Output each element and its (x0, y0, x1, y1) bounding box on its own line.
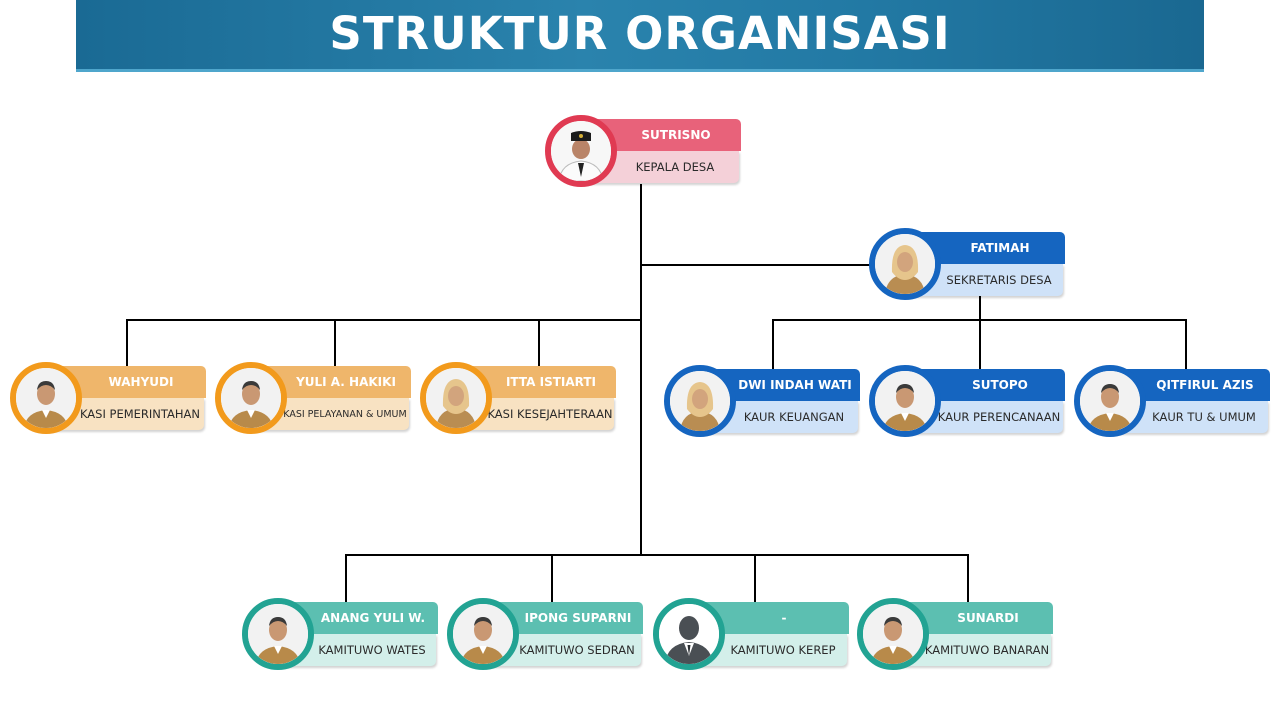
person-hijab-icon (869, 228, 941, 300)
org-node-kasi-pemerintahan: WAHYUDI KASI PEMERINTAHAN (10, 362, 206, 434)
person-silhouette-icon (653, 598, 725, 670)
org-node-kepala-desa: SUTRISNO KEPALA DESA (545, 115, 741, 187)
org-node-kasi-pelayanan: YULI A. HAKIKI KASI PELAYANAN & UMUM (215, 362, 411, 434)
person-icon (857, 598, 929, 670)
person-icon (447, 598, 519, 670)
person-icon (215, 362, 287, 434)
title-banner: STRUKTUR ORGANISASI (76, 0, 1204, 72)
org-node-kamituwo-kerep: - KAMITUWO KEREP (653, 598, 849, 670)
person-official-icon (545, 115, 617, 187)
person-icon (10, 362, 82, 434)
org-node-kaur-tu-umum: QITFIRUL AZIS KAUR TU & UMUM (1074, 365, 1270, 437)
page-title: STRUKTUR ORGANISASI (329, 7, 951, 60)
person-hijab-icon (664, 365, 736, 437)
person-icon (1074, 365, 1146, 437)
org-node-kasi-kesejahteraan: ITTA ISTIARTI KASI KESEJAHTERAAN (420, 362, 616, 434)
org-node-kamituwo-banaran: SUNARDI KAMITUWO BANARAN (857, 598, 1053, 670)
org-node-kamituwo-wates: ANANG YULI W. KAMITUWO WATES (242, 598, 438, 670)
org-node-kamituwo-sedran: IPONG SUPARNI KAMITUWO SEDRAN (447, 598, 643, 670)
org-node-kaur-perencanaan: SUTOPO KAUR PERENCANAAN (869, 365, 1065, 437)
person-icon (242, 598, 314, 670)
org-node-kaur-keuangan: DWI INDAH WATI KAUR KEUANGAN (664, 365, 860, 437)
person-icon (869, 365, 941, 437)
org-node-sekretaris-desa: FATIMAH SEKRETARIS DESA (869, 228, 1065, 300)
person-hijab-icon (420, 362, 492, 434)
